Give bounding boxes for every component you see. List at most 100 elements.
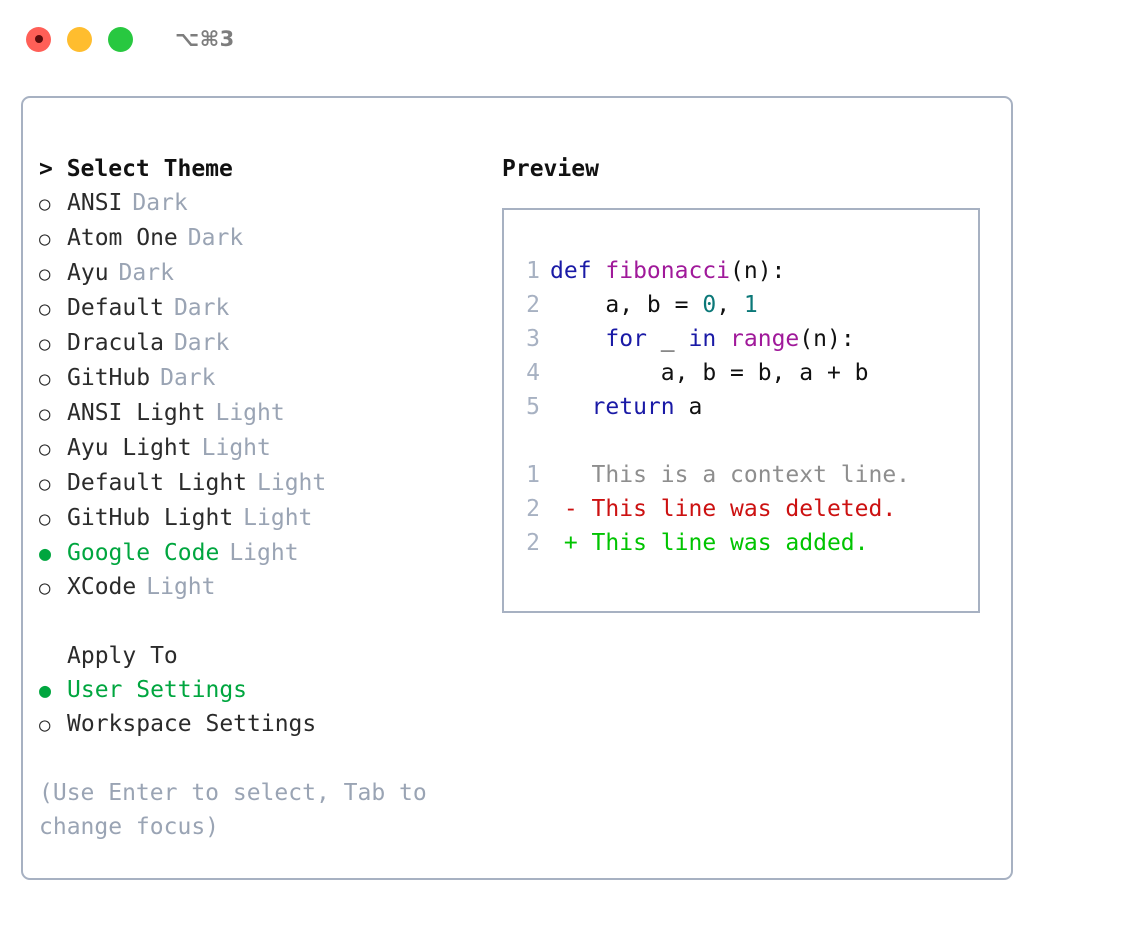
close-button[interactable]: [26, 26, 51, 52]
code-token-del: - This line was deleted.: [550, 496, 897, 522]
diff-sample: 1 This is a context line.2 - This line w…: [504, 458, 978, 560]
theme-option-label: Google Code: [67, 540, 220, 566]
theme-option-kind: Dark: [173, 330, 230, 356]
code-token-kw: def: [550, 258, 606, 284]
radio-unselected-icon: ○: [39, 368, 51, 390]
theme-option-label: GitHub: [67, 365, 151, 391]
diff-line: 2 + This line was added.: [504, 526, 978, 560]
code-token-fn: fibonacci: [605, 258, 731, 284]
theme-option-ansi[interactable]: ○ ANSI Dark: [39, 186, 479, 221]
theme-option-kind: Dark: [118, 260, 174, 286]
theme-option-default[interactable]: ○ Default Dark: [39, 291, 479, 326]
select-theme-heading: > Select Theme: [39, 156, 233, 182]
theme-option-default-light[interactable]: ○ Default Light Light: [39, 466, 479, 501]
code-token-fn: range: [730, 326, 800, 352]
radio-unselected-icon: ○: [39, 228, 51, 250]
theme-option-google-code[interactable]: ● Google Code Light: [39, 536, 479, 570]
apply-to-option-user-settings[interactable]: ● User Settings: [39, 673, 479, 707]
theme-option-label: GitHub Light: [67, 505, 234, 531]
theme-option-kind: Light: [146, 574, 216, 600]
code-token-kw: in: [688, 326, 717, 352]
code-token-add: + This line was added.: [550, 530, 869, 556]
line-number: 5: [526, 394, 540, 420]
code-token-txt: [550, 390, 592, 424]
line-number: 1: [526, 462, 540, 488]
theme-option-label: Default: [67, 295, 164, 321]
diff-line: 2 - This line was deleted.: [504, 492, 978, 526]
code-line: 2 a, b = 0, 1: [504, 288, 978, 322]
line-number: 2: [526, 496, 540, 522]
theme-option-github[interactable]: ○ GitHub Dark: [39, 361, 479, 396]
code-token-txt: [716, 322, 730, 356]
code-token-kw: return: [591, 394, 675, 420]
radio-unselected-icon: ○: [39, 508, 51, 530]
code-token-txt: (n):: [730, 258, 786, 284]
title-bar: ⌥⌘3: [0, 0, 1140, 78]
apply-to-option-label: User Settings: [67, 677, 248, 703]
minimize-button[interactable]: [67, 26, 92, 52]
theme-option-label: Atom One: [67, 225, 178, 251]
theme-option-ansi-light[interactable]: ○ ANSI Light Light: [39, 396, 479, 431]
theme-option-label: ANSI Light: [67, 400, 206, 426]
window-controls: [26, 26, 133, 52]
radio-unselected-icon: ○: [39, 714, 51, 736]
theme-option-kind: Light: [257, 470, 327, 496]
radio-unselected-icon: ○: [39, 403, 51, 425]
maximize-button[interactable]: [108, 26, 133, 52]
radio-selected-icon: ●: [39, 678, 52, 702]
code-line: 3 for _ in range(n):: [504, 322, 978, 356]
radio-unselected-icon: ○: [39, 438, 51, 460]
code-diff-spacer: [504, 424, 978, 458]
theme-option-label: Dracula: [67, 330, 164, 356]
code-token-txt: ,: [716, 292, 744, 318]
theme-option-kind: Light: [215, 400, 285, 426]
apply-to-list: ● User Settings ○Workspace Settings: [39, 673, 479, 742]
theme-option-kind: Light: [201, 435, 271, 461]
radio-unselected-icon: ○: [39, 298, 51, 320]
radio-unselected-icon: ○: [39, 333, 51, 355]
line-number: 3: [526, 326, 540, 352]
theme-option-label: Ayu Light: [67, 435, 192, 461]
apply-to-heading: Apply To: [67, 643, 178, 669]
line-number: 1: [526, 258, 540, 284]
keyboard-shortcut-label: ⌥⌘3: [175, 27, 235, 51]
theme-option-kind: Dark: [173, 295, 230, 321]
theme-option-kind: Dark: [132, 190, 188, 216]
theme-option-kind: Light: [229, 540, 299, 566]
radio-unselected-icon: ○: [39, 193, 51, 215]
theme-option-label: Default Light: [67, 470, 248, 496]
line-number: 2: [526, 292, 540, 318]
radio-unselected-icon: ○: [39, 473, 51, 495]
code-line: 1 def fibonacci(n):: [504, 254, 978, 288]
preview-heading: Preview: [502, 156, 599, 182]
theme-option-dracula[interactable]: ○ Dracula Dark: [39, 326, 479, 361]
section-spacer: [39, 605, 479, 639]
code-token-txt: _: [646, 326, 689, 352]
code-token-txt: a, b = b, a + b: [550, 360, 869, 386]
theme-option-label: ANSI: [67, 190, 123, 216]
code-line: 5 return a: [504, 390, 978, 424]
radio-unselected-icon: ○: [39, 577, 51, 599]
theme-option-ayu-light[interactable]: ○ Ayu Light Light: [39, 431, 479, 466]
apply-to-option-workspace-settings[interactable]: ○Workspace Settings: [39, 707, 479, 742]
theme-option-kind: Dark: [160, 365, 216, 391]
theme-option-xcode[interactable]: ○ XCode Light: [39, 570, 479, 605]
theme-option-label: XCode: [67, 574, 137, 600]
code-token-kw: for: [605, 326, 647, 352]
code-token-txt: a: [674, 394, 703, 420]
code-token-num: 0: [702, 292, 717, 318]
radio-unselected-icon: ○: [39, 263, 51, 285]
radio-selected-icon: ●: [39, 541, 52, 565]
code-token-txt: [550, 322, 605, 356]
line-number: 2: [526, 530, 540, 556]
